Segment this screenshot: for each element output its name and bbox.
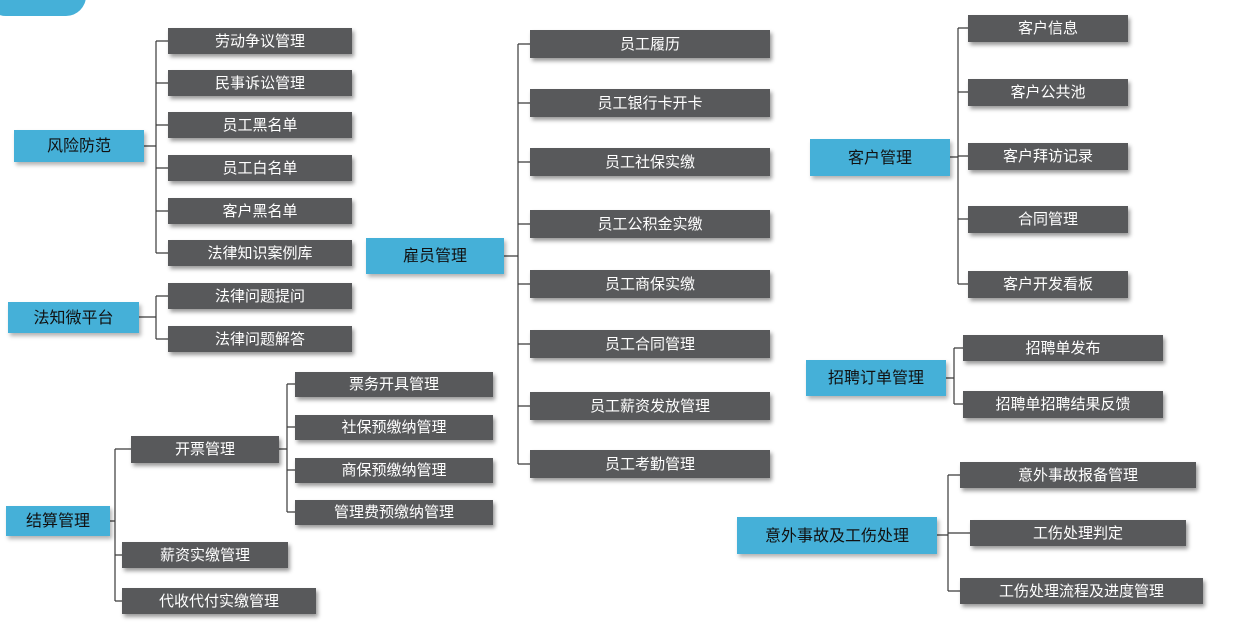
- node-recruitment-order-management: 招聘订单管理: [806, 360, 946, 396]
- node-employee-resume: 员工履历: [530, 30, 770, 58]
- node-employee-social-insurance-payment: 员工社保实缴: [530, 148, 770, 176]
- node-legal-question-answer: 法律问题解答: [168, 326, 352, 352]
- node-salary-payment-management: 薪资实缴管理: [122, 542, 288, 568]
- node-invoicing-management: 开票管理: [131, 436, 279, 463]
- node-customer-public-pool: 客户公共池: [968, 79, 1128, 106]
- node-invoice-issuance-management: 票务开具管理: [295, 372, 493, 397]
- node-civil-litigation-management: 民事诉讼管理: [168, 70, 352, 96]
- node-contract-management: 合同管理: [968, 206, 1128, 233]
- node-employee-attendance-management: 员工考勤管理: [530, 450, 770, 478]
- node-employee-bank-card-opening: 员工银行卡开卡: [530, 89, 770, 117]
- node-employee-housing-fund-payment: 员工公积金实缴: [530, 210, 770, 238]
- node-employee-blacklist: 员工黑名单: [168, 112, 352, 138]
- node-legal-knowledge-micro-platform: 法知微平台: [8, 302, 139, 333]
- connector-accident-work-injury: [937, 474, 970, 592]
- node-settlement-management: 结算管理: [6, 506, 110, 536]
- node-legal-question-ask: 法律问题提问: [168, 283, 352, 309]
- corner-decoration: [0, 0, 86, 16]
- node-accident-work-injury-handling: 意外事故及工伤处理: [737, 517, 937, 554]
- node-employee-commercial-insurance-payment: 员工商保实缴: [530, 270, 770, 298]
- connector-customer-management: [950, 27, 968, 285]
- node-labor-dispute-management: 劳动争议管理: [168, 28, 352, 54]
- node-customer-management: 客户管理: [810, 139, 950, 176]
- node-legal-knowledge-case-library: 法律知识案例库: [168, 240, 352, 266]
- node-employee-management: 雇员管理: [366, 238, 504, 274]
- connector-employee-management: [504, 43, 530, 465]
- node-recruitment-result-feedback: 招聘单招聘结果反馈: [963, 391, 1163, 418]
- node-employee-contract-management: 员工合同管理: [530, 330, 770, 358]
- node-recruitment-order-publish: 招聘单发布: [963, 335, 1163, 361]
- node-management-fee-prepayment-management: 管理费预缴纳管理: [295, 500, 493, 525]
- node-employee-payroll-management: 员工薪资发放管理: [530, 392, 770, 420]
- connector-invoicing-management: [279, 383, 295, 513]
- node-customer-blacklist: 客户黑名单: [168, 198, 352, 224]
- node-customer-development-board: 客户开发看板: [968, 271, 1128, 298]
- node-work-injury-determination: 工伤处理判定: [970, 520, 1186, 546]
- connector-recruitment-order-management: [946, 347, 963, 405]
- node-customer-info: 客户信息: [968, 15, 1128, 42]
- node-customer-visit-records: 客户拜访记录: [968, 143, 1128, 170]
- node-social-insurance-prepayment-management: 社保预缴纳管理: [295, 415, 493, 440]
- node-employee-whitelist: 员工白名单: [168, 155, 352, 181]
- connector-legal-micro-platform: [139, 295, 168, 340]
- node-work-injury-process-progress-management: 工伤处理流程及进度管理: [960, 578, 1203, 604]
- connector-settlement-management: [110, 448, 131, 602]
- node-accident-report-management: 意外事故报备管理: [960, 462, 1196, 488]
- connector-risk-prevention: [144, 40, 168, 254]
- node-collection-payment-management: 代收代付实缴管理: [122, 588, 316, 614]
- node-risk-prevention: 风险防范: [14, 130, 144, 162]
- node-commercial-insurance-prepayment-management: 商保预缴纳管理: [295, 458, 493, 483]
